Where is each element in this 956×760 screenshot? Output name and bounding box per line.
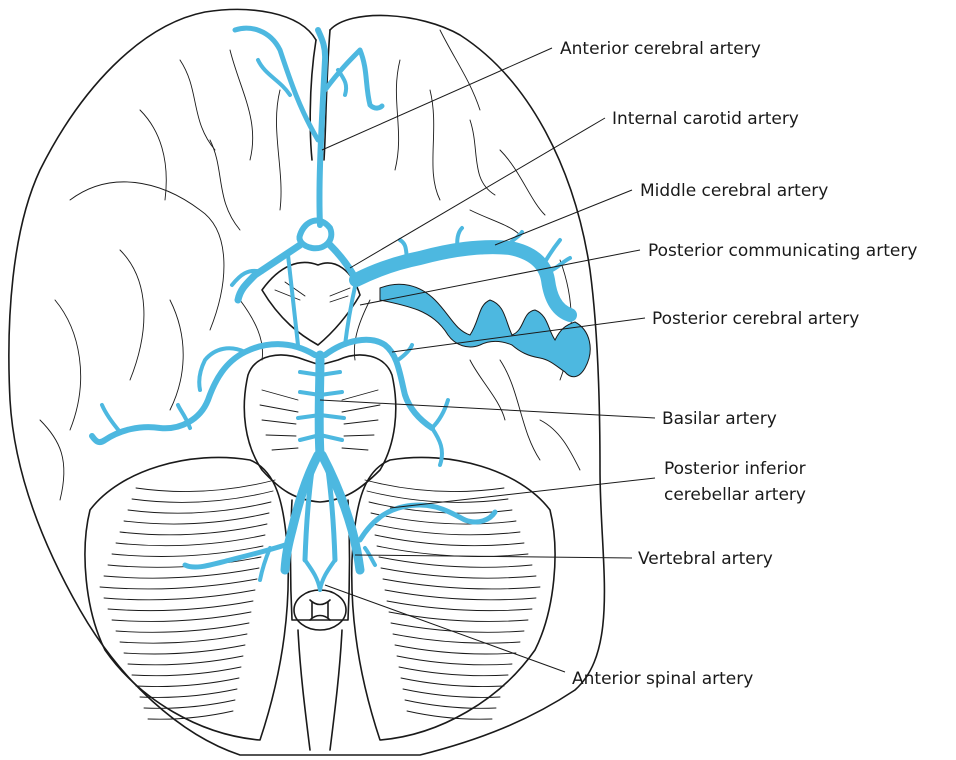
folia-line	[391, 623, 524, 632]
folia-line	[389, 612, 528, 621]
folia-line	[365, 480, 504, 492]
cerebellar-folia-left	[100, 480, 275, 719]
folia-line	[132, 491, 273, 502]
folia-line	[132, 667, 241, 676]
folia-line	[395, 645, 516, 654]
label-middle-cerebral: Middle cerebral artery	[640, 181, 828, 201]
label-pica-line2: cerebellar artery	[664, 485, 806, 505]
label-anterior-cerebral: Anterior cerebral artery	[560, 39, 761, 59]
leader-anterior-cerebral	[322, 48, 552, 150]
folia-line	[393, 634, 520, 643]
label-pica-line1: Posterior inferior	[664, 459, 806, 479]
leader-basilar	[320, 400, 655, 418]
basilar-artery	[319, 355, 320, 455]
folia-line	[403, 689, 500, 697]
label-posterior-communicating: Posterior communicating artery	[648, 241, 917, 261]
label-posterior-cerebral: Posterior cerebral artery	[652, 309, 859, 329]
folia-line	[120, 634, 247, 643]
anterior-spinal-artery	[305, 560, 335, 590]
folia-line	[116, 535, 265, 546]
folia-line	[375, 535, 524, 546]
anterior-cerebral-branch-right	[325, 50, 382, 108]
leader-pica	[390, 478, 655, 508]
posterior-communicating-artery-left	[288, 255, 298, 345]
folia-line	[140, 689, 237, 697]
label-internal-carotid: Internal carotid artery	[612, 109, 799, 129]
anterior-cerebral-branch-right-2	[338, 70, 346, 95]
labels: Anterior cerebral artery Internal caroti…	[560, 39, 917, 689]
folia-line	[407, 711, 492, 719]
folia-line	[148, 711, 233, 719]
folia-line	[387, 601, 532, 611]
folia-line	[120, 524, 267, 535]
posterior-cerebral-left-branch-3	[102, 405, 120, 432]
folia-line	[373, 524, 520, 535]
folia-line	[116, 623, 249, 632]
folia-line	[401, 678, 504, 687]
folia-line	[379, 557, 532, 567]
folia-line	[377, 546, 528, 556]
cerebellum	[85, 457, 555, 740]
anterior-cerebral-artery	[318, 30, 325, 225]
arterial-circle	[92, 28, 590, 590]
folia-line	[124, 645, 245, 654]
medulla	[291, 500, 350, 750]
folia-line	[136, 678, 239, 687]
folia-line	[381, 568, 536, 578]
folia-line	[112, 612, 251, 621]
folia-line	[124, 513, 269, 524]
middle-cerebral-artery	[356, 247, 570, 315]
middle-cerebral-branch-4	[548, 258, 570, 272]
folia-line	[397, 656, 512, 665]
leader-vertebral	[355, 555, 632, 558]
middle-cerebral-branch-3	[545, 240, 560, 262]
folia-line	[108, 601, 253, 611]
folia-line	[399, 667, 508, 676]
folia-line	[128, 502, 271, 513]
pica-right-branch	[365, 548, 375, 565]
folia-line	[128, 656, 243, 665]
label-basilar: Basilar artery	[662, 409, 777, 429]
folia-line	[104, 568, 259, 578]
label-vertebral: Vertebral artery	[638, 549, 773, 569]
folia-line	[136, 480, 275, 492]
anterior-communicating-ring	[300, 221, 332, 249]
folia-line	[100, 579, 257, 589]
folia-line	[385, 590, 536, 600]
leader-middle-cerebral	[495, 190, 632, 245]
folia-line	[104, 590, 255, 600]
folia-line	[383, 579, 540, 589]
posterior-cerebral-artery-right	[325, 340, 432, 428]
label-anterior-spinal: Anterior spinal artery	[572, 669, 753, 689]
